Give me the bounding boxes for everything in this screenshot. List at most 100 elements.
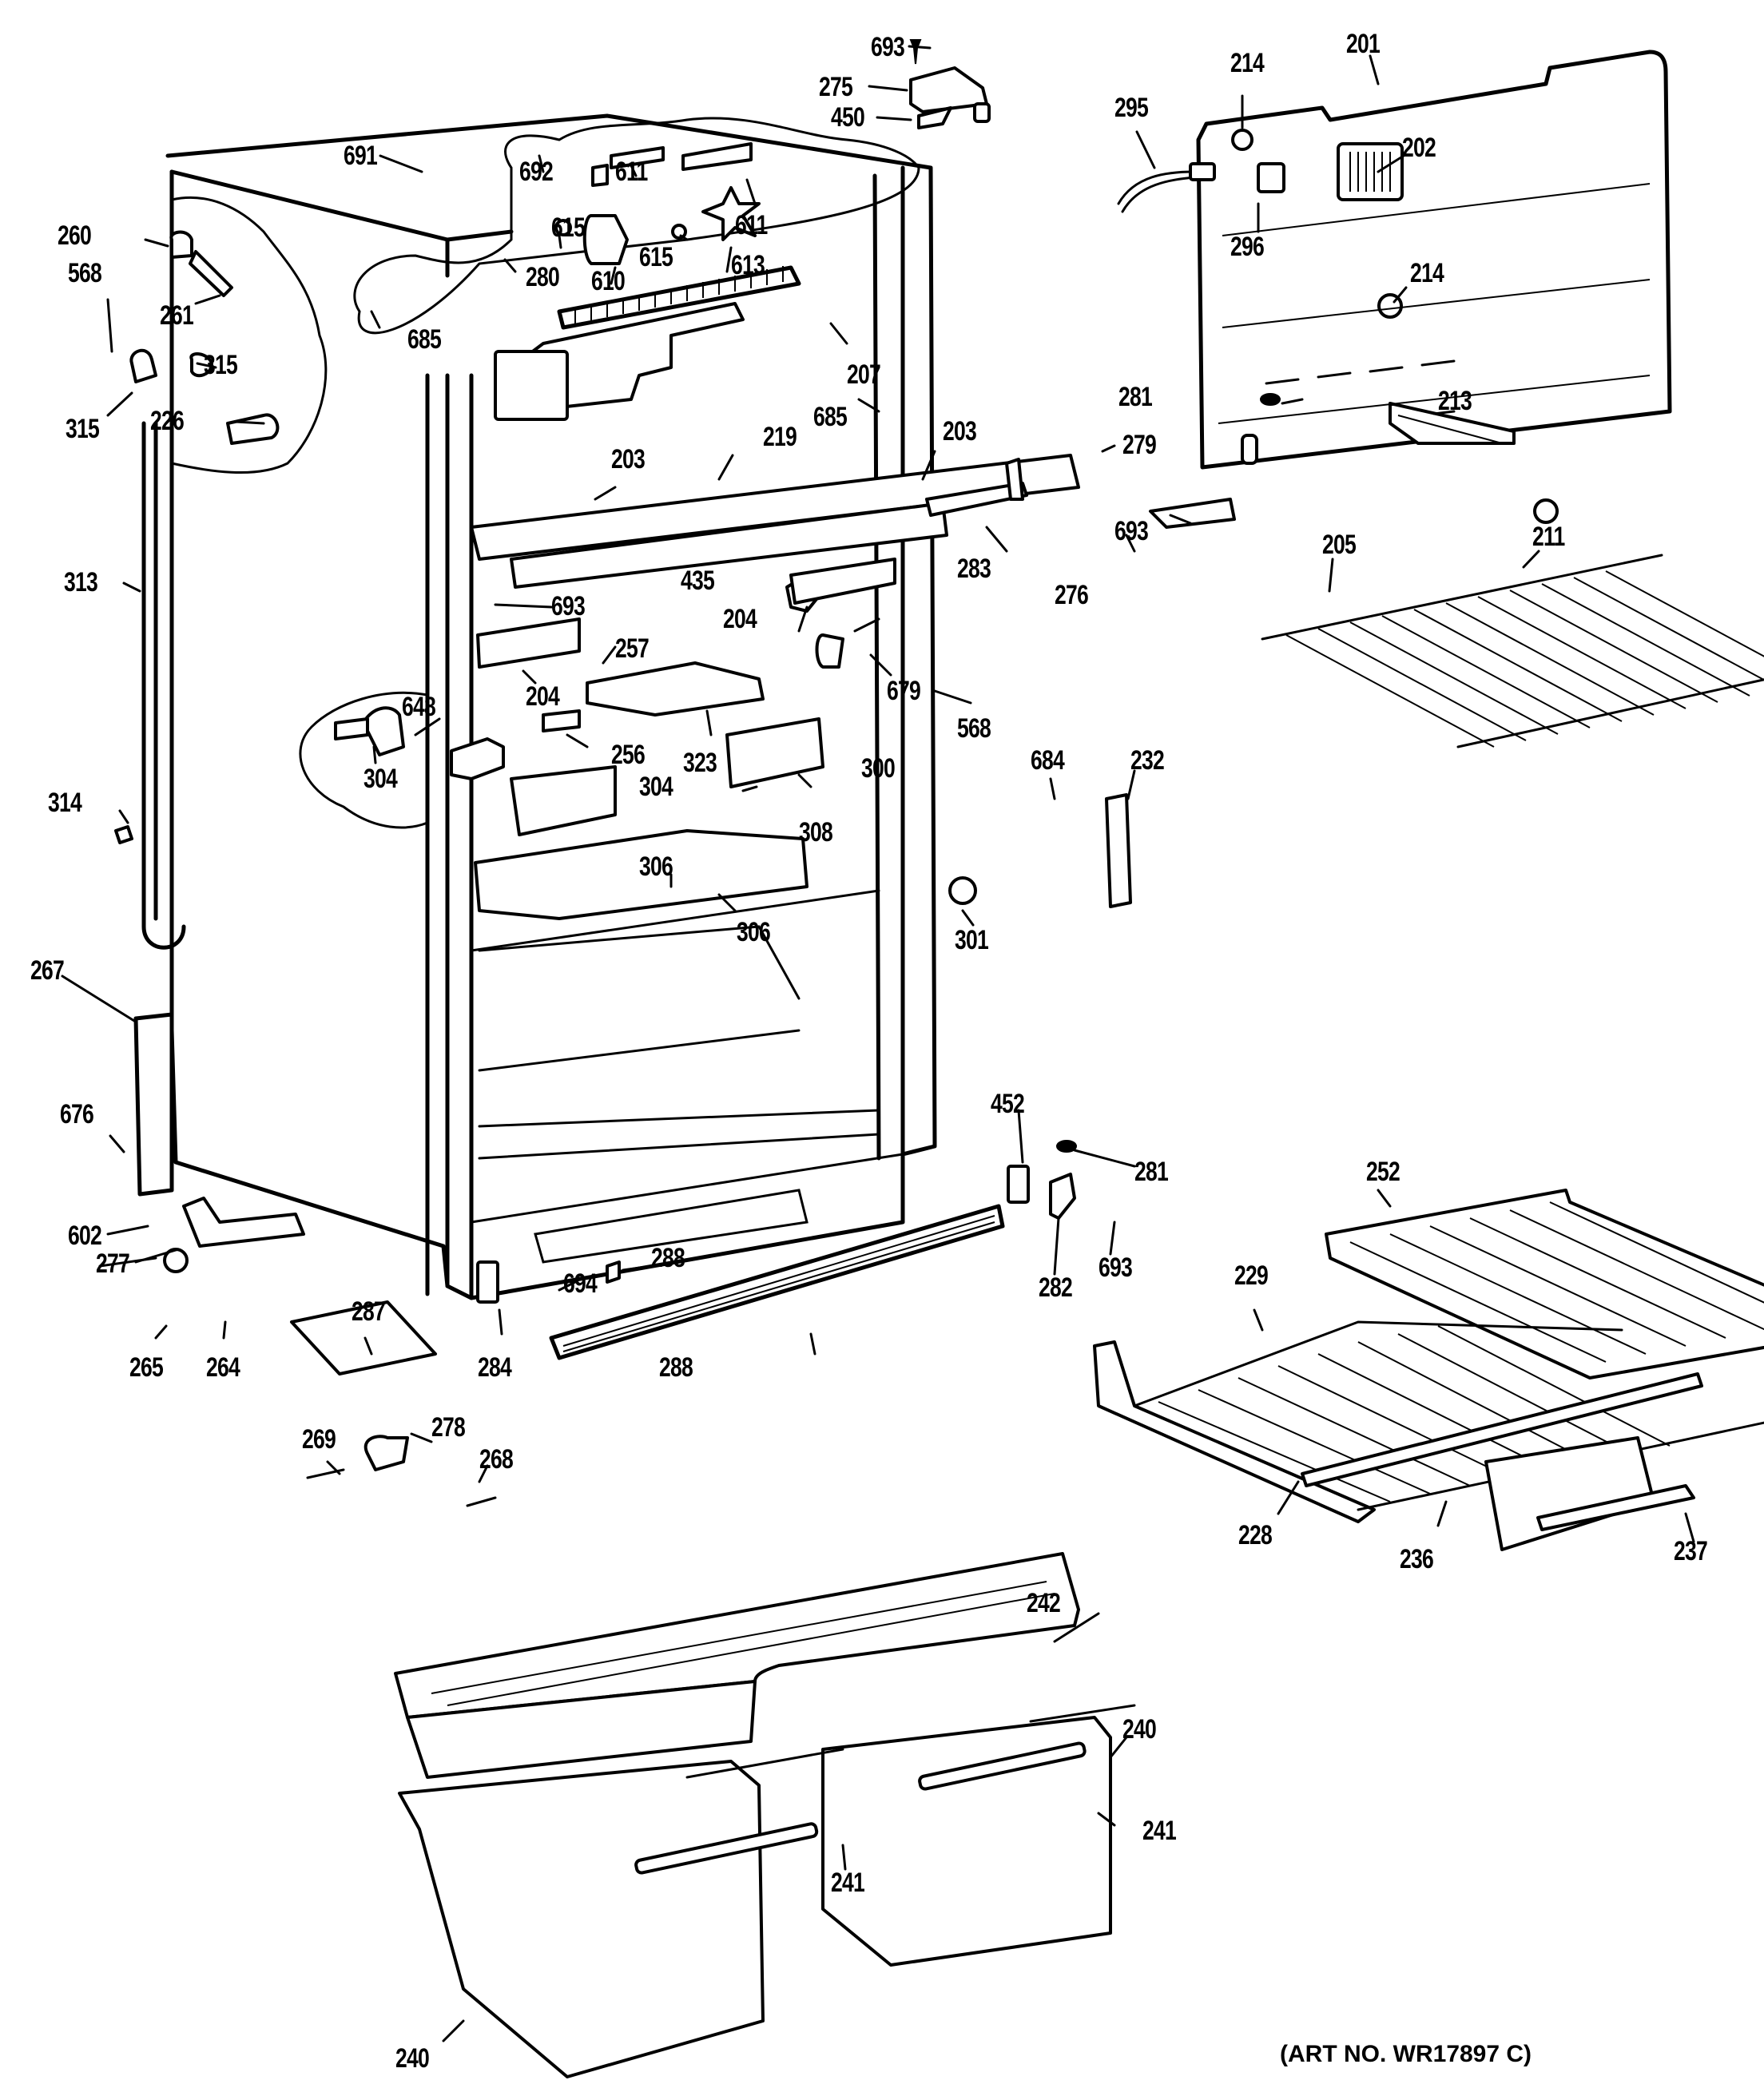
freezer-back-panel bbox=[1196, 50, 1672, 470]
part-label-211: 211 bbox=[1532, 522, 1565, 552]
part-label-279: 279 bbox=[1122, 430, 1157, 460]
part-label-276: 276 bbox=[1055, 580, 1089, 610]
part-label-296: 296 bbox=[1230, 232, 1265, 262]
leader-lines bbox=[61, 45, 1695, 2042]
part-label-693: 693 bbox=[1114, 516, 1149, 546]
crisper-assembly bbox=[394, 1552, 1136, 2078]
part-label-213: 213 bbox=[1438, 386, 1472, 416]
part-label-308: 308 bbox=[799, 817, 833, 848]
part-label-207: 207 bbox=[847, 359, 881, 390]
part-label-323: 323 bbox=[683, 748, 717, 778]
part-label-228: 228 bbox=[1238, 1520, 1273, 1550]
part-label-602: 602 bbox=[68, 1221, 102, 1251]
base-parts bbox=[98, 1012, 497, 1507]
wire-shelf bbox=[1261, 554, 1764, 748]
part-label-304: 304 bbox=[639, 772, 673, 802]
part-label-257: 257 bbox=[615, 633, 650, 664]
part-label-281: 281 bbox=[1134, 1157, 1169, 1187]
part-label-269: 269 bbox=[302, 1424, 336, 1455]
part-label-615: 615 bbox=[551, 212, 586, 243]
part-label-252: 252 bbox=[1366, 1157, 1400, 1187]
part-label-241: 241 bbox=[1142, 1816, 1177, 1846]
fan-motor-assembly bbox=[494, 142, 801, 421]
part-label-301: 301 bbox=[955, 925, 989, 955]
part-label-693: 693 bbox=[551, 591, 586, 621]
part-label-275: 275 bbox=[819, 72, 853, 102]
part-label-236: 236 bbox=[1400, 1544, 1434, 1574]
part-label-685: 685 bbox=[813, 402, 848, 432]
part-label-261: 261 bbox=[160, 300, 194, 331]
cutaway-outline-top bbox=[353, 117, 920, 335]
part-label-295: 295 bbox=[1114, 93, 1149, 123]
part-label-610: 610 bbox=[591, 266, 626, 296]
part-label-693: 693 bbox=[871, 32, 905, 62]
part-label-229: 229 bbox=[1234, 1260, 1269, 1291]
part-label-568: 568 bbox=[68, 258, 102, 288]
part-label-205: 205 bbox=[1322, 530, 1357, 560]
part-label-300: 300 bbox=[861, 753, 896, 784]
part-label-277: 277 bbox=[96, 1248, 130, 1279]
part-label-242: 242 bbox=[1027, 1588, 1061, 1618]
part-label-568: 568 bbox=[957, 713, 991, 744]
part-label-611: 611 bbox=[735, 210, 768, 240]
part-label-282: 282 bbox=[1039, 1272, 1073, 1303]
part-label-278: 278 bbox=[431, 1412, 466, 1443]
part-label-306: 306 bbox=[639, 852, 673, 882]
part-label-204: 204 bbox=[723, 604, 757, 634]
door-shelves bbox=[1093, 1189, 1764, 1551]
part-label-204: 204 bbox=[526, 681, 560, 712]
part-label-240: 240 bbox=[1122, 1714, 1157, 1745]
cutaway-outline-middle bbox=[299, 691, 429, 829]
part-label-284: 284 bbox=[478, 1352, 512, 1383]
part-label-265: 265 bbox=[129, 1352, 164, 1383]
part-label-452: 452 bbox=[991, 1089, 1025, 1119]
part-label-201: 201 bbox=[1346, 29, 1381, 59]
part-label-684: 684 bbox=[1031, 745, 1065, 776]
part-label-214: 214 bbox=[1410, 258, 1444, 288]
part-label-232: 232 bbox=[1130, 745, 1165, 776]
part-label-693: 693 bbox=[1099, 1252, 1133, 1283]
part-label-692: 692 bbox=[519, 157, 554, 187]
top-hinge bbox=[909, 39, 991, 129]
cutaway-outline-left bbox=[170, 196, 328, 474]
part-label-315: 315 bbox=[66, 414, 100, 444]
shelf-bumper bbox=[1533, 498, 1559, 524]
part-label-611: 611 bbox=[615, 157, 648, 187]
part-label-202: 202 bbox=[1402, 133, 1436, 163]
drain-tube-parts bbox=[114, 230, 280, 950]
wire-connector bbox=[1189, 162, 1216, 181]
part-label-240: 240 bbox=[395, 2043, 430, 2074]
part-label-288: 288 bbox=[659, 1352, 693, 1383]
shelf-support-rail bbox=[1105, 793, 1132, 908]
part-label-264: 264 bbox=[206, 1352, 240, 1383]
part-label-267: 267 bbox=[30, 955, 65, 986]
part-label-685: 685 bbox=[407, 324, 442, 355]
part-label-203: 203 bbox=[943, 416, 977, 447]
part-label-241: 241 bbox=[831, 1868, 865, 1898]
part-label-450: 450 bbox=[831, 102, 865, 133]
part-label-214: 214 bbox=[1230, 48, 1265, 78]
part-label-691: 691 bbox=[344, 141, 378, 171]
part-label-219: 219 bbox=[763, 422, 797, 452]
part-label-679: 679 bbox=[887, 676, 921, 706]
part-label-256: 256 bbox=[611, 740, 646, 770]
part-label-615: 615 bbox=[639, 242, 673, 272]
part-label-315: 315 bbox=[204, 350, 238, 380]
part-label-304: 304 bbox=[364, 764, 398, 794]
ice-tray bbox=[1389, 402, 1516, 445]
part-label-283: 283 bbox=[957, 554, 991, 584]
part-label-314: 314 bbox=[48, 788, 82, 818]
part-label-306: 306 bbox=[737, 917, 771, 947]
part-label-268: 268 bbox=[479, 1444, 514, 1475]
part-label-281: 281 bbox=[1118, 382, 1153, 412]
part-label-226: 226 bbox=[150, 406, 185, 436]
control-components bbox=[334, 558, 977, 920]
part-label-676: 676 bbox=[60, 1099, 94, 1129]
part-label-435: 435 bbox=[681, 566, 715, 596]
part-label-203: 203 bbox=[611, 444, 646, 474]
part-label-613: 613 bbox=[731, 250, 765, 280]
part-label-648: 648 bbox=[402, 692, 436, 722]
part-label-694: 694 bbox=[563, 1268, 598, 1299]
grille-parts bbox=[476, 1140, 1077, 1360]
